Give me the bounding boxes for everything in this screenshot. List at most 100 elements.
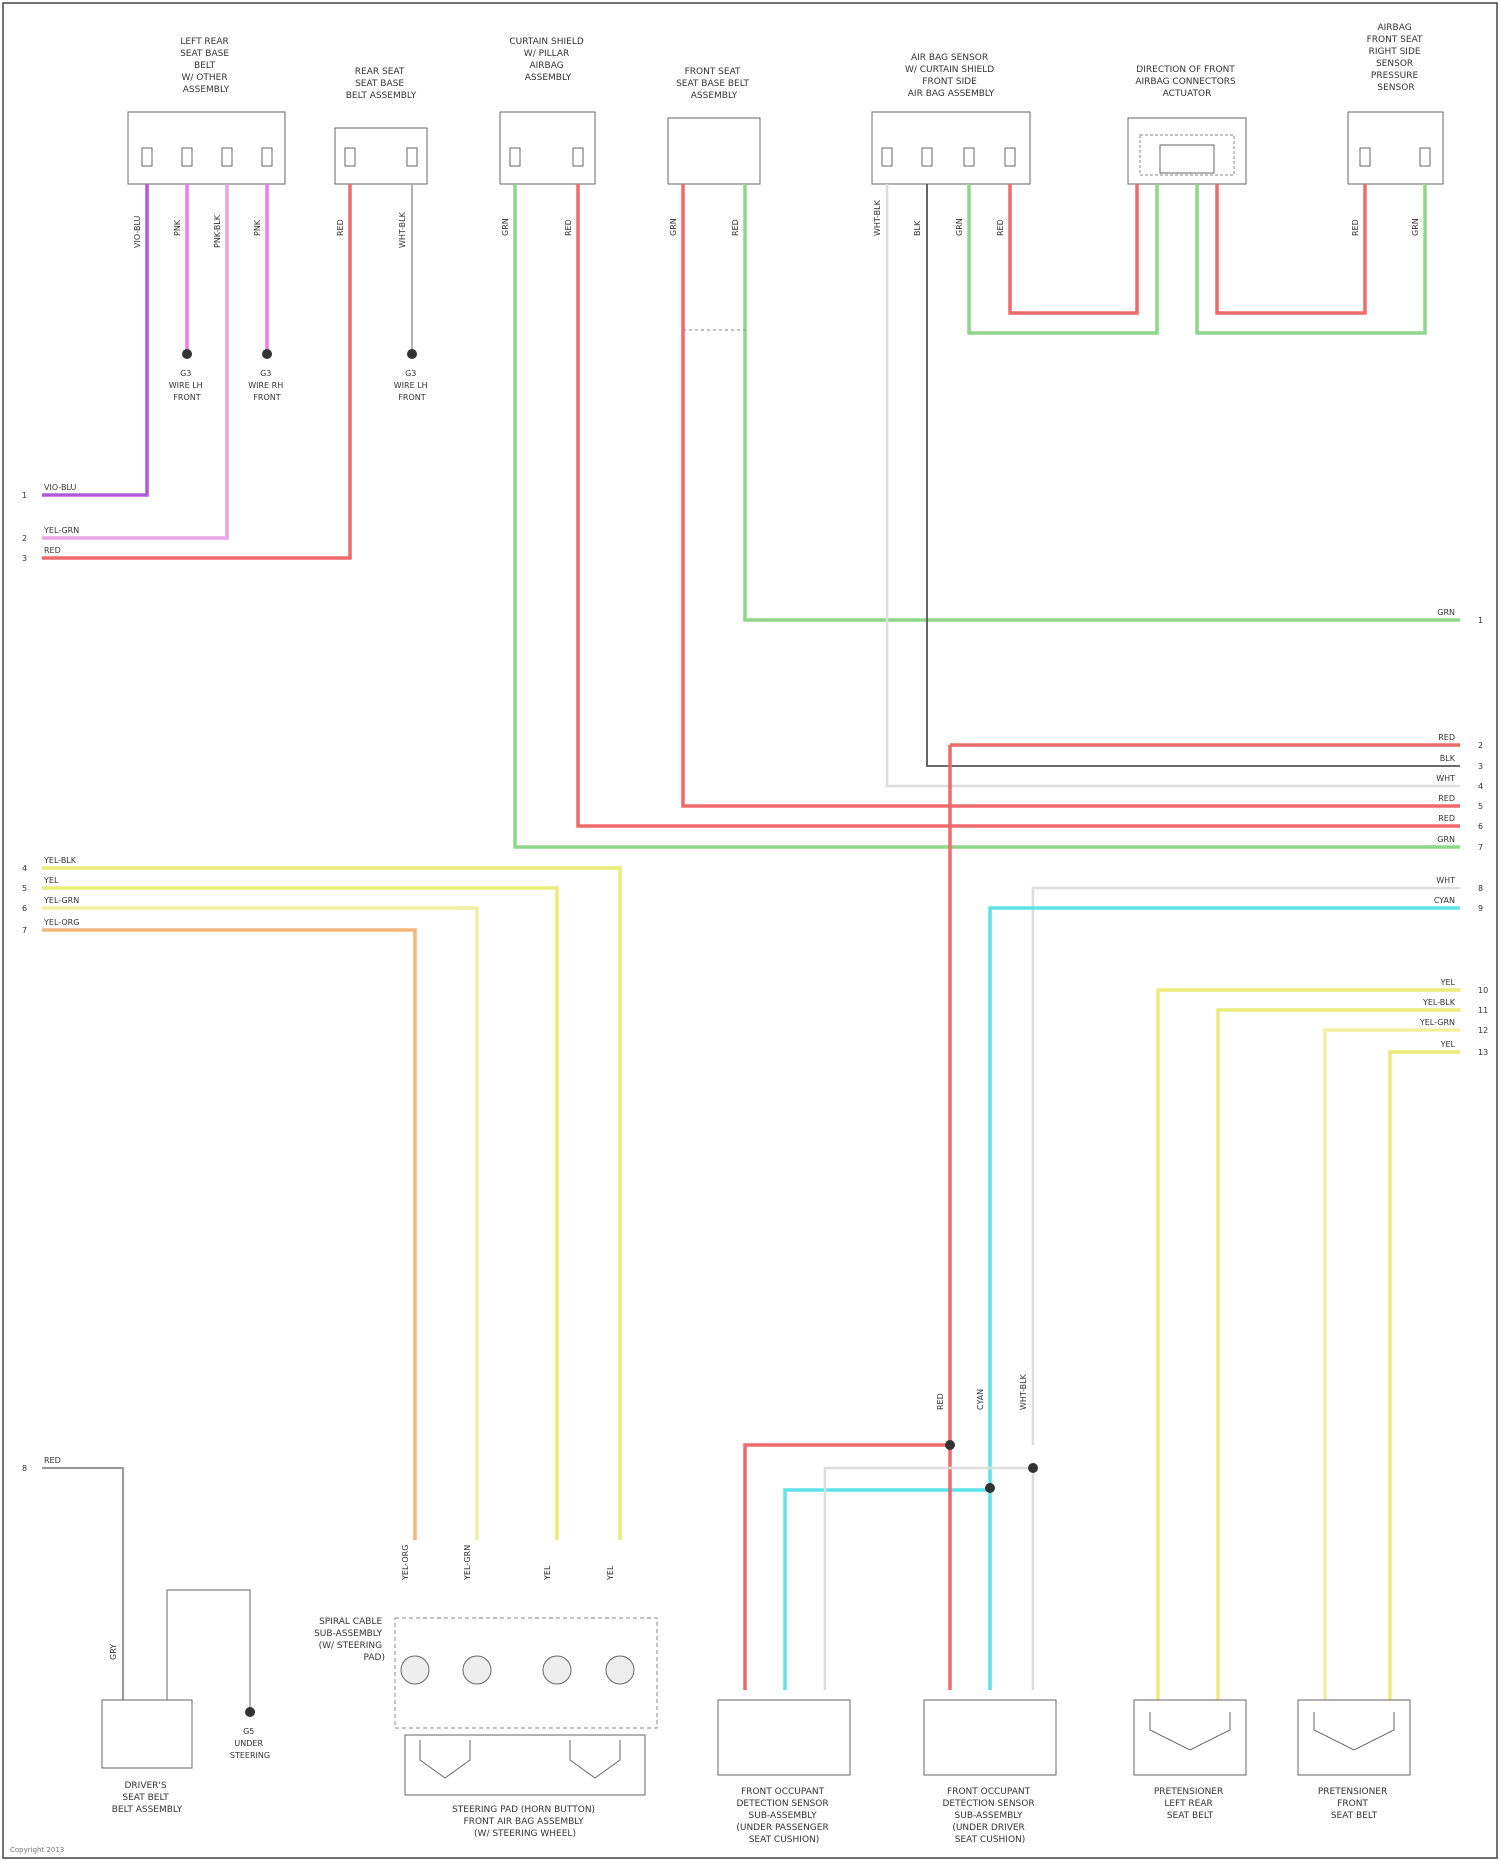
component-title: PRETENSIONER FRONT SEAT BELT — [1318, 1787, 1390, 1821]
component-title: FRONT OCCUPANT DETECTION SENSOR SUB-ASSE… — [736, 1787, 831, 1845]
wire-group-left-rear — [42, 184, 412, 558]
wire-red-front-seat — [683, 184, 1460, 806]
connector-label: YEL-ORG — [43, 918, 79, 927]
wire-red-sensor — [1010, 184, 1137, 313]
connector-num: 4 — [1478, 782, 1483, 791]
connector-label: GRN — [1437, 835, 1455, 844]
connector-label: WHT — [1436, 774, 1455, 783]
connector-label: WHT — [1436, 876, 1455, 885]
wire-yel — [42, 888, 557, 1540]
connector-label: YEL-GRN — [43, 526, 79, 535]
component-occupant-sensor-passenger: FRONT OCCUPANT DETECTION SENSOR SUB-ASSE… — [718, 1700, 850, 1845]
component-rear-seat-belt: REAR SEAT SEAT BASE BELT ASSEMBLY — [335, 67, 427, 184]
component-title: LEFT REAR SEAT BASE BELT W/ OTHER ASSEMB… — [180, 37, 232, 95]
wire-group-driver-belt — [42, 1468, 250, 1708]
connector-num: 8 — [1478, 884, 1483, 893]
component-title: PRETENSIONER LEFT REAR SEAT BELT — [1154, 1787, 1226, 1821]
connector-label: RED — [1438, 733, 1455, 742]
connector-num: 5 — [22, 884, 27, 893]
splice-dot — [945, 1440, 955, 1450]
copyright-footer: Copyright 2013 — [10, 1846, 64, 1854]
splice-dot — [1028, 1463, 1038, 1473]
splice-dot — [985, 1483, 995, 1493]
connector-num: 7 — [22, 926, 27, 935]
wire-grn-pressure — [1197, 184, 1425, 333]
wire-wht-occupant — [1033, 888, 1460, 1445]
wire-yel-blk — [42, 868, 620, 1540]
connector-num: 7 — [1478, 843, 1483, 852]
wire-label: CYAN — [976, 1389, 985, 1410]
wire-grn-front-seat — [745, 184, 1460, 620]
connector-label: YEL — [43, 876, 59, 885]
wire-label: YEL — [543, 1565, 552, 1581]
wire-label: WHT-BLK — [1019, 1373, 1028, 1410]
component-curtain-shield-airbag: CURTAIN SHIELD W/ PILLAR AIRBAG ASSEMBLY — [500, 37, 595, 184]
connector-num: 2 — [22, 534, 27, 543]
wire-wht-branch — [825, 1468, 1033, 1690]
connector-num: 12 — [1478, 1026, 1488, 1035]
component-pretensioner-front: PRETENSIONER FRONT SEAT BELT — [1298, 1700, 1410, 1821]
wire-label: YEL — [606, 1565, 615, 1581]
connector-num: 6 — [1478, 822, 1483, 831]
component-title: STEERING PAD (HORN BUTTON) FRONT AIR BAG… — [452, 1805, 598, 1839]
connector-num: 3 — [22, 554, 27, 563]
component-front-seat-belt: FRONT SEAT SEAT BASE BELT ASSEMBLY — [668, 67, 760, 184]
wire-label: GRY — [109, 1644, 118, 1660]
component-title: DIRECTION OF FRONT AIRBAG CONNECTORS ACT… — [1135, 65, 1238, 99]
component-front-pressure-sensor: AIRBAG FRONT SEAT RIGHT SIDE SENSOR PRES… — [1348, 23, 1443, 184]
spiral-label: SPIRAL CABLE SUB-ASSEMBLY (W/ STEERING P… — [314, 1617, 385, 1663]
component-airbag-connectors: DIRECTION OF FRONT AIRBAG CONNECTORS ACT… — [1128, 65, 1246, 184]
wire-label: PNK-BLK — [213, 214, 222, 248]
ground-label: G3 WIRE RH FRONT — [248, 369, 286, 402]
wire-label: RED — [1351, 219, 1360, 236]
wire-label: RED — [936, 1393, 945, 1410]
wire-yel-pre — [1158, 990, 1460, 1700]
wire-label: RED — [564, 219, 573, 236]
ground-label: G5 UNDER STEERING — [230, 1727, 270, 1760]
connector-num: 11 — [1478, 1006, 1488, 1015]
wire-red-pressure — [1217, 184, 1365, 313]
wire-yel-pre-2 — [1390, 1052, 1460, 1700]
wire-label: BLK — [913, 220, 922, 236]
ground-points-top: G3 WIRE LH FRONT G3 WIRE RH FRONT G3 WIR… — [169, 349, 430, 402]
wire-yel-grn-pre — [1325, 1030, 1460, 1700]
wire-label: GRN — [669, 218, 678, 236]
wire-gry-driver — [42, 1468, 123, 1700]
component-title: REAR SEAT SEAT BASE BELT ASSEMBLY — [346, 67, 417, 101]
connector-label: YEL-GRN — [43, 896, 79, 905]
ground-dot — [407, 349, 417, 359]
wire-red-branch — [745, 1445, 950, 1690]
component-pretensioner-left-rear: PRETENSIONER LEFT REAR SEAT BELT — [1134, 1700, 1246, 1821]
connector-num: 8 — [22, 1464, 27, 1473]
wire-label: PNK — [173, 219, 182, 236]
wire-yel-blk-pre — [1218, 1010, 1460, 1700]
wire-gry-ground-driver — [167, 1590, 250, 1708]
wire-cyan-branch — [785, 1490, 990, 1690]
wire-label: GRN — [955, 218, 964, 236]
connector-label: RED — [1438, 814, 1455, 823]
wire-label: RED — [336, 219, 345, 236]
connector-num: 4 — [22, 864, 27, 873]
ground-dot — [182, 349, 192, 359]
wire-label: YEL-ORG — [401, 1545, 410, 1581]
wire-group-pretensioner — [1158, 990, 1460, 1700]
connector-label: CYAN — [1434, 896, 1455, 905]
connector-num: 6 — [22, 904, 27, 913]
ground-dot — [245, 1707, 255, 1717]
connector-label: YEL — [1440, 1040, 1456, 1049]
connector-num: 10 — [1478, 986, 1488, 995]
wire-yel-org — [42, 930, 415, 1540]
wire-grn-curtain — [515, 184, 1460, 847]
connector-label: BLK — [1440, 754, 1456, 763]
wire-grn-sensor — [969, 184, 1157, 333]
wire-group-sensor — [887, 184, 1460, 786]
ground-dot — [262, 349, 272, 359]
connector-label: YEL-BLK — [1422, 998, 1456, 1007]
wire-yel-grn — [42, 908, 477, 1540]
wire-label: WHT-BLK — [873, 199, 882, 236]
wire-label: YEL-GRN — [463, 1545, 472, 1581]
wire-group-front-seat — [683, 184, 1460, 806]
connector-label: YEL — [1440, 978, 1456, 987]
component-title: AIR BAG SENSOR W/ CURTAIN SHIELD FRONT S… — [905, 53, 997, 99]
